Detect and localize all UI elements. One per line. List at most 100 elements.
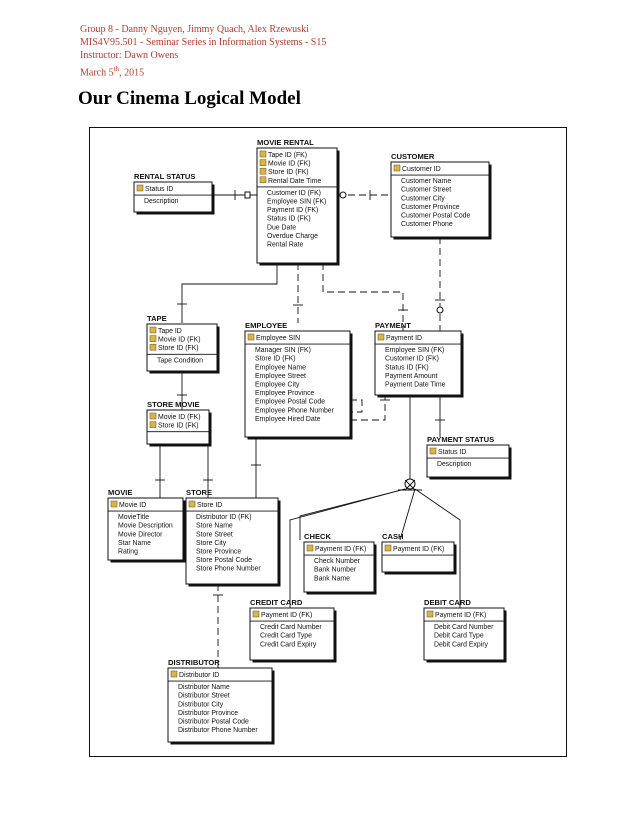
key-icon	[429, 447, 437, 455]
date-superscript: th	[113, 65, 120, 73]
entity-title: CASH	[382, 532, 404, 541]
entity-title: MOVIE RENTAL	[257, 138, 314, 147]
key-attribute: Store ID (FK)	[158, 423, 199, 430]
attribute: Due Date	[267, 224, 296, 231]
attribute: Distributor Street	[178, 693, 230, 700]
attribute: Debit Card Number	[434, 624, 494, 631]
entity-title: STORE MOVIE	[147, 400, 200, 409]
key-attribute: Store ID (FK)	[158, 345, 199, 352]
header-authors: Group 8 - Danny Nguyen, Jimmy Quach, Ale…	[80, 24, 309, 35]
key-attribute: Movie ID (FK)	[268, 161, 311, 168]
entity-box	[244, 330, 351, 438]
key-attribute: Payment ID (FK)	[261, 612, 312, 619]
attribute: Movie Description	[118, 523, 173, 530]
attribute: Customer Phone	[401, 221, 453, 228]
rel-debit	[414, 488, 461, 608]
attribute: Store Street	[196, 531, 233, 538]
entity-title: DISTRIBUTOR	[168, 658, 220, 667]
attribute: Employee Province	[255, 390, 315, 397]
attribute: Distributor Postal Code	[178, 719, 249, 726]
attribute: Star Name	[118, 540, 151, 547]
attribute: Employee Hired Date	[255, 416, 321, 423]
key-attribute: Status ID	[145, 186, 173, 193]
attribute: Description	[437, 461, 472, 468]
subtype-circle	[404, 478, 416, 490]
entity-box	[249, 607, 335, 661]
key-attribute: Employee SIN	[256, 335, 300, 342]
key-attribute: Payment ID (FK)	[393, 546, 444, 553]
entity-cash: CASH Payment ID (FK)	[381, 532, 457, 575]
attribute: Customer Name	[401, 178, 451, 185]
key-icon	[136, 184, 144, 192]
key-icon	[188, 500, 196, 508]
entity-box	[107, 497, 184, 561]
key-attribute: Status ID	[438, 449, 466, 456]
key-icon	[426, 610, 434, 618]
attribute: Status ID (FK)	[267, 216, 311, 223]
key-attribute: Tape ID	[158, 328, 182, 335]
attribute: Distributor Name	[178, 684, 230, 691]
header-instructor: Instructor: Dawn Owens	[80, 50, 179, 61]
key-icon	[306, 544, 314, 552]
entity-title: PAYMENT	[375, 321, 411, 330]
entity-box	[381, 541, 455, 573]
attribute: Manager SIN (FK)	[255, 347, 311, 354]
rel-tape	[181, 263, 278, 323]
key-attribute: Store ID	[197, 502, 222, 509]
attribute: Store ID (FK)	[255, 356, 296, 363]
key-icon	[377, 333, 385, 341]
relationship-lines	[155, 190, 461, 670]
attribute: Credit Card Expiry	[260, 641, 317, 648]
attribute: Store Phone Number	[196, 566, 261, 573]
attribute: Payment ID (FK)	[267, 207, 318, 214]
entity-box	[256, 147, 338, 264]
key-attribute: Customer ID	[402, 166, 441, 173]
entity-title: STORE	[186, 488, 212, 497]
entity-box	[133, 181, 213, 213]
key-attribute: Movie ID	[119, 502, 146, 509]
attribute: Employee Street	[255, 373, 306, 380]
rel-cash	[399, 488, 416, 541]
key-icon	[259, 167, 267, 175]
attribute: Bank Number	[314, 567, 357, 574]
entity-title: TAPE	[147, 314, 167, 323]
attribute: Payment Date Time	[385, 382, 446, 389]
attribute: Debit Card Type	[434, 633, 484, 640]
attribute: Employee City	[255, 382, 300, 389]
entity-title: PAYMENT STATUS	[427, 435, 494, 444]
key-icon	[259, 150, 267, 158]
entity-box	[146, 409, 210, 445]
attribute: Employee SIN (FK)	[385, 347, 444, 354]
attribute: Check Number	[314, 558, 361, 565]
header-course: MIS4V95.501 - Seminar Series in Informat…	[80, 37, 327, 48]
entity-title: CUSTOMER	[391, 152, 435, 161]
key-icon	[149, 335, 157, 342]
entity-title: MOVIE	[108, 488, 132, 497]
attribute: Overdue Charge	[267, 233, 318, 240]
key-icon	[149, 326, 157, 334]
attribute: Distributor Phone Number	[178, 727, 258, 734]
attribute: Employee Phone Number	[255, 407, 335, 414]
attribute: Customer Province	[401, 204, 460, 211]
key-icon	[110, 500, 118, 508]
attribute: Rental Rate	[267, 242, 304, 249]
attribute: Customer ID (FK)	[385, 356, 439, 363]
attribute: Store Postal Code	[196, 557, 252, 564]
attribute: Distributor Province	[178, 710, 238, 717]
attribute: Rating	[118, 549, 138, 556]
attribute: Store City	[196, 540, 227, 547]
attribute: Credit Card Type	[260, 633, 312, 640]
attribute: Distributor City	[178, 701, 224, 708]
attribute: Store Name	[196, 523, 233, 530]
attribute: Credit Card Number	[260, 624, 322, 631]
key-icon	[393, 164, 401, 172]
